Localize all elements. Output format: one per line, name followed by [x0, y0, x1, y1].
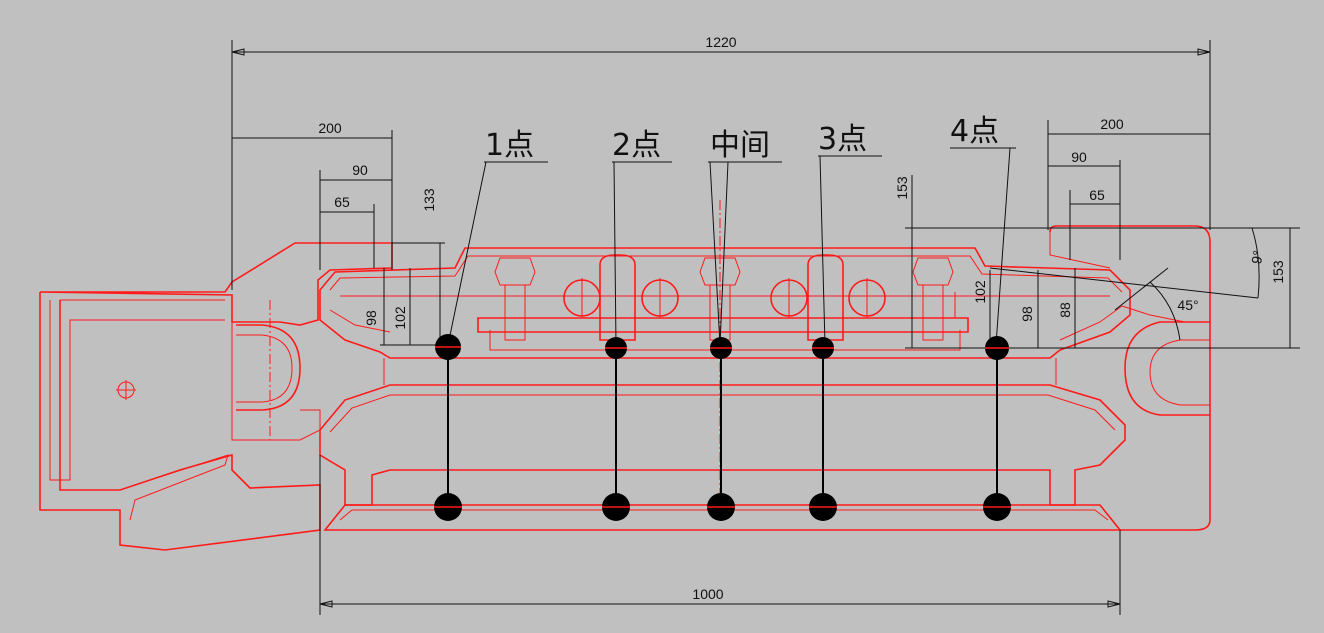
- lower-marker-4: [983, 493, 1011, 521]
- clip-blocks: [599, 254, 844, 341]
- dim-overall-width: 1220: [705, 34, 736, 50]
- dim-right-65: 65: [1089, 187, 1105, 203]
- callout-point-4: 4点: [950, 114, 999, 149]
- lower-marker-3: [809, 493, 837, 521]
- dim-left-133: 133: [421, 188, 437, 212]
- dim-left-200: 200: [318, 120, 342, 136]
- dim-left-90: 90: [352, 162, 368, 178]
- dimension-lines: [231, 40, 1300, 615]
- upper-marker-2: [605, 337, 627, 359]
- dim-angle-45: 45°: [1177, 297, 1198, 313]
- measurement-points: [434, 334, 1011, 521]
- lower-marker-2: [602, 493, 630, 521]
- bolt-heads: [494, 257, 954, 341]
- callout-point-1: 1点: [485, 128, 534, 163]
- upper-marker-1: [435, 334, 461, 360]
- callout-point-3: 3点: [818, 122, 867, 157]
- callout-point-2: 2点: [612, 128, 661, 163]
- dim-angle-9: 9°: [1248, 249, 1266, 265]
- dim-left-102: 102: [392, 306, 408, 330]
- oval-holes: [563, 278, 886, 318]
- dim-right-102: 102: [972, 280, 988, 304]
- upper-marker-3: [812, 337, 834, 359]
- dim-right-200: 200: [1100, 116, 1124, 132]
- dim-right-153-inner: 153: [894, 176, 910, 200]
- dim-left-65: 65: [334, 194, 350, 210]
- callout-middle: 中间: [710, 128, 770, 163]
- dim-right-88: 88: [1057, 302, 1073, 318]
- callout-leaders: [447, 147, 1016, 346]
- dim-right-153-outer: 153: [1270, 260, 1286, 284]
- upper-marker-middle: [710, 337, 732, 359]
- dim-bottom-width: 1000: [692, 586, 723, 602]
- lower-marker-1: [434, 493, 462, 521]
- dim-right-90: 90: [1071, 149, 1087, 165]
- lower-marker-middle: [707, 493, 735, 521]
- upper-marker-4: [985, 336, 1009, 360]
- dim-left-98: 98: [363, 310, 379, 326]
- dim-right-98: 98: [1019, 306, 1035, 322]
